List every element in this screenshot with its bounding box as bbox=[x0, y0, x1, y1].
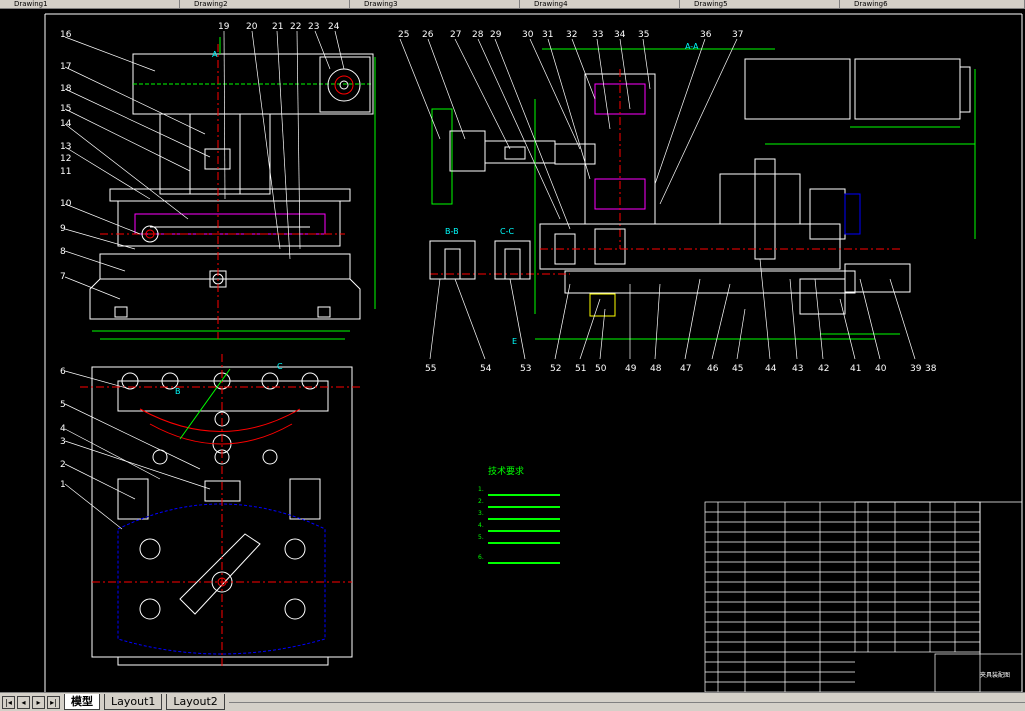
part-label-16: 16 bbox=[60, 30, 72, 40]
part-label-30: 30 bbox=[522, 30, 534, 40]
doc-tab-1[interactable]: Drawing1 bbox=[0, 0, 180, 8]
part-label-45: 45 bbox=[732, 364, 743, 374]
part-label-49: 49 bbox=[625, 364, 637, 374]
notes-line-1: 1. bbox=[478, 486, 484, 493]
part-label-24: 24 bbox=[328, 22, 340, 32]
section-label-a: A bbox=[212, 50, 218, 59]
section-label-aa: A-A bbox=[685, 42, 699, 51]
notes-line-6: 6. bbox=[478, 554, 484, 561]
table-row-lines bbox=[705, 511, 980, 683]
tab-layout2[interactable]: Layout2 bbox=[166, 694, 225, 710]
part-label-44: 44 bbox=[765, 364, 777, 374]
part-label-29: 29 bbox=[490, 30, 502, 40]
part-label-27: 27 bbox=[450, 30, 461, 40]
first-layout-icon[interactable]: |◂ bbox=[2, 695, 15, 709]
part-label-11: 11 bbox=[60, 167, 71, 177]
part-label-6: 6 bbox=[60, 367, 66, 377]
notes-line-4: 4. bbox=[478, 522, 484, 529]
section-view bbox=[399, 38, 976, 360]
part-label-40: 40 bbox=[875, 364, 887, 374]
part-label-35: 35 bbox=[638, 30, 649, 40]
notes-line-5: 5. bbox=[478, 534, 484, 541]
part-label-18: 18 bbox=[60, 84, 72, 94]
section-label-bb: B-B bbox=[445, 227, 459, 236]
part-label-19: 19 bbox=[218, 22, 230, 32]
part-label-25: 25 bbox=[398, 30, 409, 40]
tab-layout1[interactable]: Layout1 bbox=[104, 694, 163, 710]
doc-tab-2[interactable]: Drawing2 bbox=[180, 0, 350, 8]
parts-list-table bbox=[704, 501, 1023, 692]
part-label-28: 28 bbox=[472, 30, 484, 40]
part-label-2: 2 bbox=[60, 460, 66, 470]
part-label-37: 37 bbox=[732, 30, 743, 40]
part-label-34: 34 bbox=[614, 30, 626, 40]
part-label-53: 53 bbox=[520, 364, 531, 374]
technical-notes: 技术要求 1. 2. 3. 4. 5. 6. bbox=[478, 465, 560, 564]
section-label-cc: C-C bbox=[500, 227, 514, 236]
cad-drawing[interactable]: 1617181514131211109876543211920212223242… bbox=[0, 9, 1025, 692]
section-letter-labels: A-A B-B C-C A B C E bbox=[175, 42, 699, 396]
part-label-43: 43 bbox=[792, 364, 803, 374]
doc-tab-4[interactable]: Drawing4 bbox=[520, 0, 680, 8]
document-tab-bar: Drawing1 Drawing2 Drawing3 Drawing4 Draw… bbox=[0, 0, 1025, 9]
part-label-12: 12 bbox=[60, 154, 71, 164]
notes-line-2: 2. bbox=[478, 498, 484, 505]
part-label-39: 39 bbox=[910, 364, 922, 374]
part-label-47: 47 bbox=[680, 364, 691, 374]
tab-bar-separator bbox=[228, 701, 1025, 703]
part-label-31: 31 bbox=[542, 30, 553, 40]
part-label-42: 42 bbox=[818, 364, 829, 374]
part-label-26: 26 bbox=[422, 30, 434, 40]
next-layout-icon[interactable]: ▸ bbox=[32, 695, 45, 709]
part-label-36: 36 bbox=[700, 30, 712, 40]
part-label-48: 48 bbox=[650, 364, 662, 374]
part-label-10: 10 bbox=[60, 199, 72, 209]
part-label-7: 7 bbox=[60, 272, 66, 282]
part-label-22: 22 bbox=[290, 22, 301, 32]
part-label-21: 21 bbox=[272, 22, 283, 32]
part-label-33: 33 bbox=[592, 30, 603, 40]
part-label-55: 55 bbox=[425, 364, 436, 374]
part-label-14: 14 bbox=[60, 119, 72, 129]
front-view bbox=[64, 30, 376, 340]
part-label-13: 13 bbox=[60, 142, 71, 152]
part-label-38: 38 bbox=[925, 364, 937, 374]
part-label-8: 8 bbox=[60, 247, 66, 257]
section-label-b: B bbox=[175, 387, 181, 396]
doc-tab-6[interactable]: Drawing6 bbox=[840, 0, 1025, 8]
tab-model[interactable]: 模型 bbox=[64, 694, 100, 710]
notes-title: 技术要求 bbox=[488, 465, 524, 477]
part-label-5: 5 bbox=[60, 400, 66, 410]
notes-line-3: 3. bbox=[478, 510, 484, 517]
part-label-20: 20 bbox=[246, 22, 258, 32]
part-label-52: 52 bbox=[550, 364, 561, 374]
part-label-32: 32 bbox=[566, 30, 577, 40]
part-label-3: 3 bbox=[60, 437, 66, 447]
part-label-17: 17 bbox=[60, 62, 71, 72]
part-label-41: 41 bbox=[850, 364, 861, 374]
part-label-4: 4 bbox=[60, 424, 66, 434]
layout-tab-bar: |◂ ◂ ▸ ▸| 模型 Layout1 Layout2 bbox=[0, 692, 1025, 711]
part-label-51: 51 bbox=[575, 364, 586, 374]
part-label-54: 54 bbox=[480, 364, 492, 374]
part-label-15: 15 bbox=[60, 104, 71, 114]
prev-layout-icon[interactable]: ◂ bbox=[17, 695, 30, 709]
part-label-9: 9 bbox=[60, 224, 66, 234]
doc-tab-5[interactable]: Drawing5 bbox=[680, 0, 840, 8]
part-label-46: 46 bbox=[707, 364, 719, 374]
drawing-frame bbox=[44, 13, 1023, 692]
part-label-50: 50 bbox=[595, 364, 607, 374]
part-label-1: 1 bbox=[60, 480, 66, 490]
last-layout-icon[interactable]: ▸| bbox=[47, 695, 60, 709]
title-block-label: 夹具装配图 bbox=[980, 671, 1010, 679]
part-label-23: 23 bbox=[308, 22, 319, 32]
doc-tab-3[interactable]: Drawing3 bbox=[350, 0, 520, 8]
top-view bbox=[64, 354, 360, 669]
section-label-e: E bbox=[512, 337, 517, 346]
section-label-c: C bbox=[277, 362, 283, 371]
